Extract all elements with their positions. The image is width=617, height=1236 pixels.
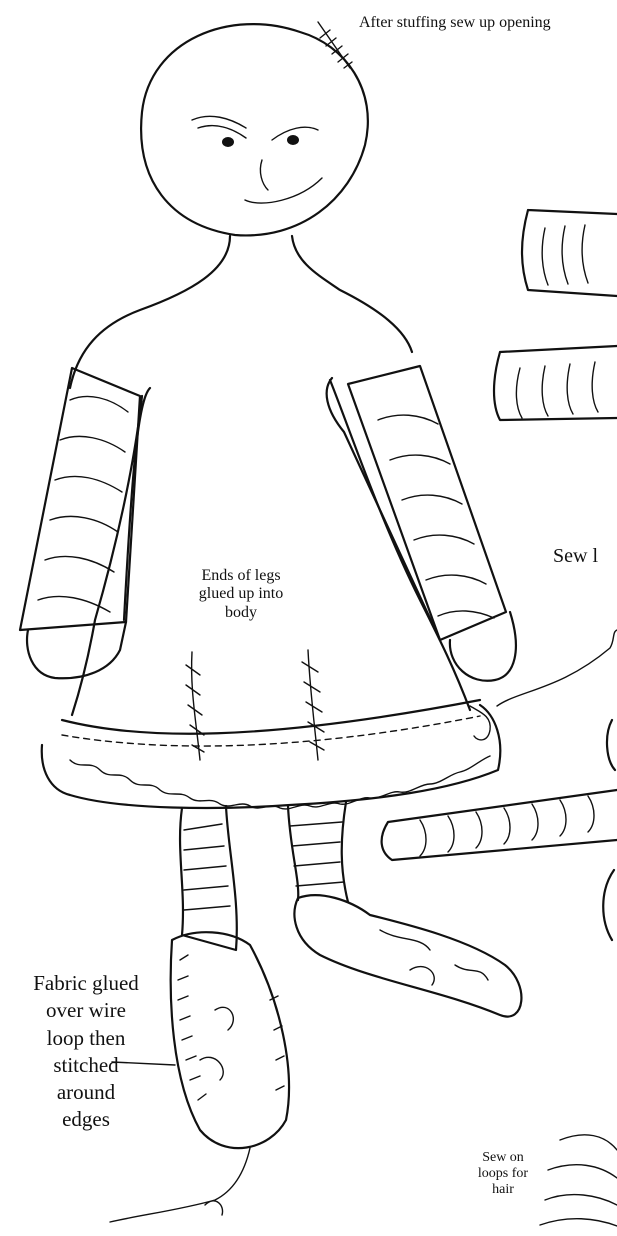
mouth [245, 178, 322, 203]
sew-note: Sew l [553, 545, 598, 568]
left-arm [20, 368, 150, 678]
eyebrows [192, 116, 318, 140]
skirt-ruffle [42, 700, 501, 809]
leg-wire-stitches [186, 650, 324, 760]
doll-body [70, 236, 470, 715]
top-note: After stuffing sew up opening [359, 14, 551, 32]
doll-legs [180, 802, 348, 950]
left-eye [222, 137, 234, 147]
hair-note: Sew on loops for hair [463, 1150, 543, 1198]
right-arm [327, 366, 516, 681]
right-eye [287, 135, 299, 145]
doll-head [141, 22, 368, 235]
fabric-note: Fabric glued over wire loop then stitche… [0, 970, 172, 1134]
right-shoe [294, 895, 521, 1016]
side-pieces [382, 210, 617, 1226]
nose [260, 160, 268, 190]
legs-note: Ends of legs glued up into body [186, 567, 296, 622]
